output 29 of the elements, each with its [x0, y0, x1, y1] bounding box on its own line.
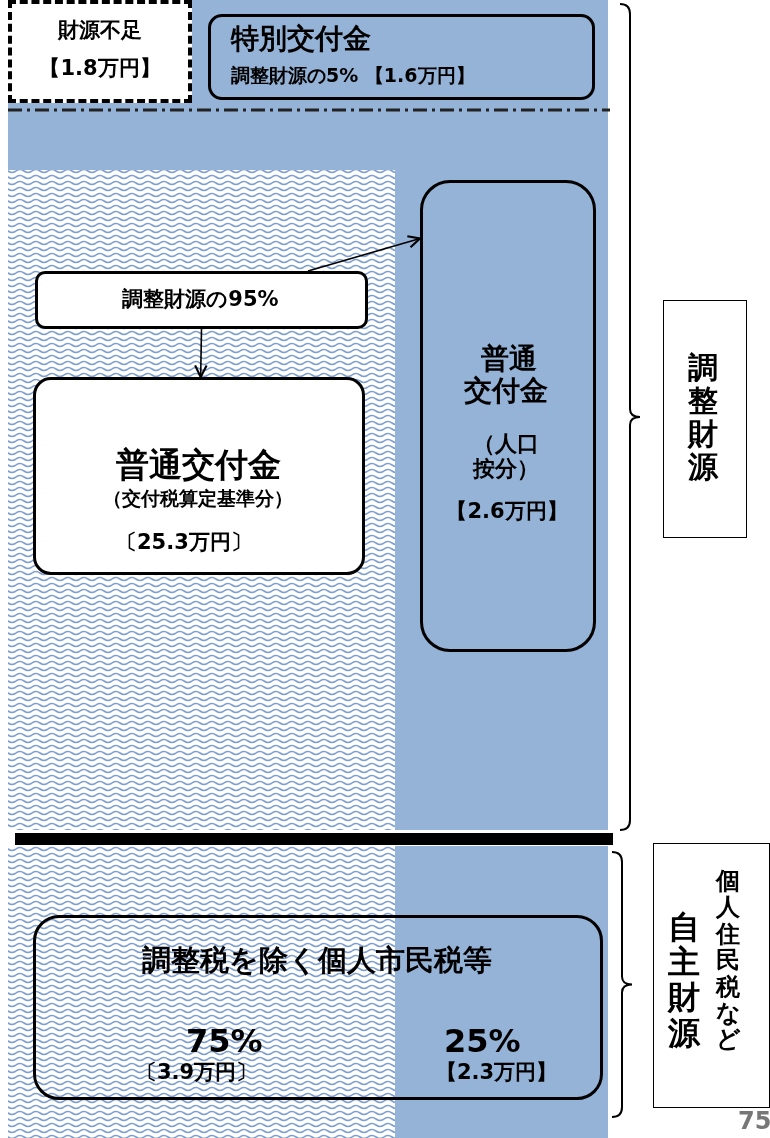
special-grant-box — [208, 14, 595, 100]
vertical-subtitle: 個人住民税など — [716, 868, 740, 1053]
arrow — [194, 328, 208, 379]
share-amount-text: 調整財源の5% 【1.6万円】 — [231, 65, 475, 87]
amount-text: 〔3.9万円〕 — [136, 1060, 258, 1085]
box-title: 財源不足 — [56, 18, 143, 43]
box-label: 調整財源の95% — [121, 287, 280, 312]
box-title: 特別交付金 — [231, 23, 371, 56]
page-number: 75 — [738, 1108, 770, 1136]
tax-box — [33, 915, 603, 1100]
category-box — [663, 300, 747, 538]
box-subtitle: （交付税算定基準分） — [102, 488, 294, 510]
box-subtitle: （人口按分） — [473, 431, 540, 482]
label-box — [35, 271, 368, 329]
percentage-text: 25% — [444, 1023, 521, 1060]
box-title: 普通交付金 — [464, 343, 549, 408]
box-title: 普通交付金 — [114, 446, 282, 484]
percentage-text: 75% — [186, 1023, 263, 1060]
amount-text: 〔25.3万円〕 — [116, 530, 252, 555]
category-box — [653, 843, 770, 1108]
grant-box — [33, 377, 365, 575]
amount-text: 【1.8万円】 — [38, 56, 162, 81]
shortfall-box — [8, 0, 192, 103]
amount-text: 【2.6万円】 — [445, 499, 569, 524]
vertical-label: 調整財源 — [688, 351, 718, 483]
grant-box — [420, 180, 596, 652]
amount-text: 【2.3万円】 — [436, 1060, 558, 1085]
vertical-label: 自主財源 — [668, 910, 700, 1051]
box-title: 調整税を除く個人市民税等 — [141, 944, 493, 978]
